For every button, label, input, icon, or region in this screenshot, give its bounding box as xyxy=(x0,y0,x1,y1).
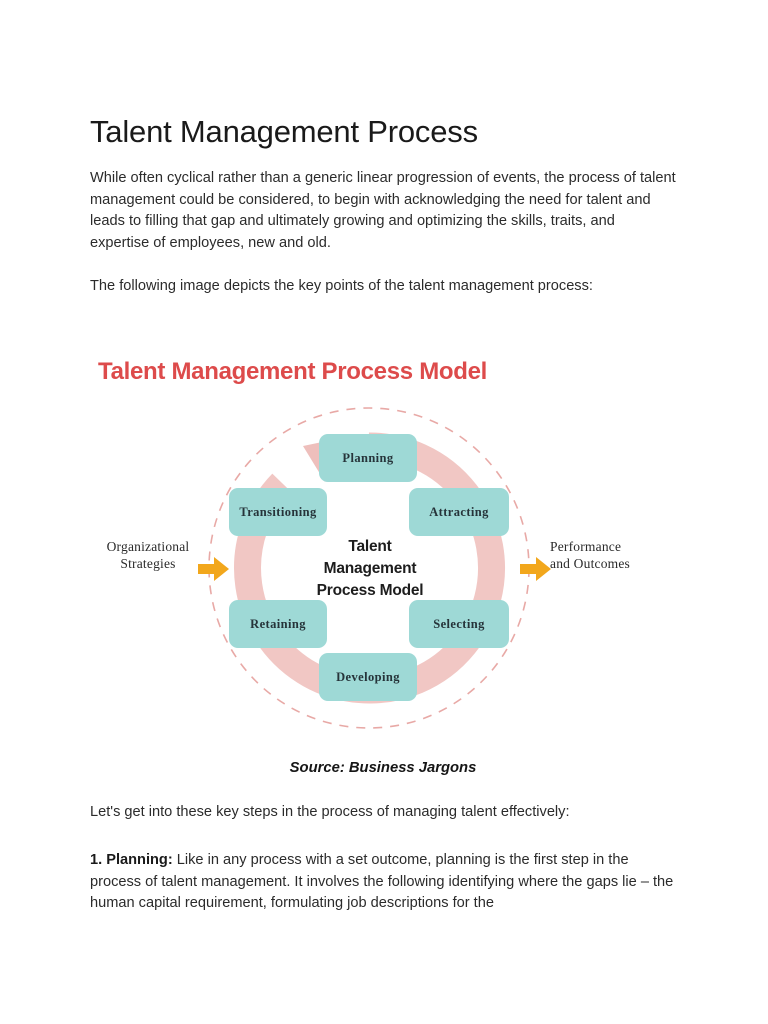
intro-paragraph: While often cyclical rather than a gener… xyxy=(90,170,676,251)
node-label: Attracting xyxy=(429,504,489,519)
center-line-3: Process Model xyxy=(316,582,424,599)
talent-management-figure: Talent Management Process Model Planning… xyxy=(90,340,676,790)
figure-source-caption: Source: Business Jargons xyxy=(289,760,477,776)
process-node-retaining[interactable]: Retaining xyxy=(229,600,327,648)
center-line-1: Talent xyxy=(348,538,392,555)
process-node-attracting[interactable]: Attracting xyxy=(409,488,509,536)
diagram-center-label: Talent Management Process Model xyxy=(290,536,450,602)
input-label-line-2: Strategies xyxy=(120,556,176,571)
node-label: Retaining xyxy=(250,616,306,631)
step-1-heading: 1. Planning: xyxy=(90,852,173,868)
process-cycle-diagram: Planning Attracting Selecting Developing… xyxy=(185,388,555,738)
input-arrow-icon xyxy=(198,557,229,581)
process-node-planning[interactable]: Planning xyxy=(319,434,417,482)
node-label: Selecting xyxy=(433,616,485,631)
node-label: Developing xyxy=(336,669,400,684)
process-node-developing[interactable]: Developing xyxy=(319,653,417,701)
node-label: Planning xyxy=(342,450,394,465)
figure-title: Talent Management Process Model xyxy=(98,358,488,385)
center-line-2: Management xyxy=(323,560,417,577)
figure-lead-in-paragraph: The following image depicts the key poin… xyxy=(90,278,593,294)
output-label-line-2: and Outcomes xyxy=(550,556,631,571)
step-1-paragraph: 1. Planning: Like in any process with a … xyxy=(90,850,676,915)
input-label-organizational-strategies: Organizational Strategies xyxy=(92,538,204,572)
output-label-line-1: Performance xyxy=(550,539,622,554)
page-title: Talent Management Process xyxy=(90,114,478,149)
process-node-selecting[interactable]: Selecting xyxy=(409,600,509,648)
input-label-line-1: Organizational xyxy=(106,539,190,554)
output-label-performance-and-outcomes: Performance and Outcomes xyxy=(550,538,680,572)
lets-get-into-paragraph: Let's get into these key steps in the pr… xyxy=(90,804,570,820)
process-node-transitioning[interactable]: Transitioning xyxy=(229,488,327,536)
step-1-body: Like in any process with a set outcome, … xyxy=(90,852,674,911)
node-label: Transitioning xyxy=(239,504,317,519)
output-arrow-icon xyxy=(520,557,551,581)
